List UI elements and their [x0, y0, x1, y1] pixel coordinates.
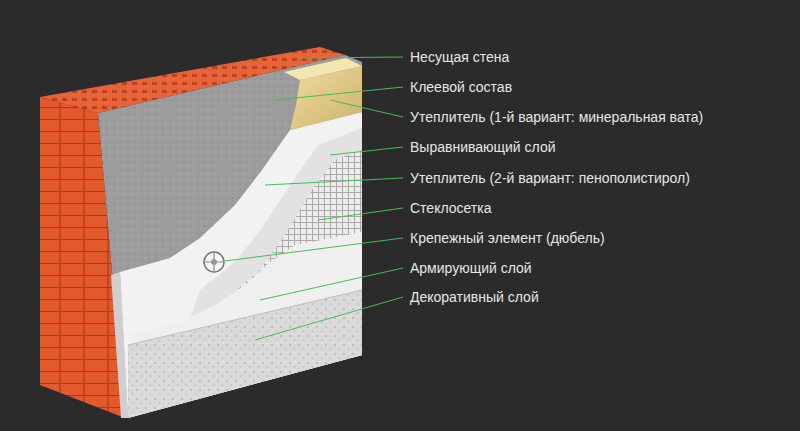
label-holder: Клеевой состав — [410, 78, 795, 96]
label-holder: Крепежный элемент (дюбель) — [410, 229, 795, 247]
part-label: Утеплитель (1-й вариант: минеральная ват… — [410, 108, 795, 126]
part-label: Клеевой состав — [410, 78, 795, 96]
part-label: Крепежный элемент (дюбель) — [410, 229, 795, 247]
part-label: Выравнивающий слой — [410, 138, 795, 156]
eps-insulation — [120, 112, 362, 418]
leader-line — [275, 87, 403, 100]
leader-line — [330, 100, 403, 117]
leader-line — [255, 297, 403, 340]
leader-line — [265, 178, 403, 185]
part-label: Декоративный слой — [410, 288, 795, 306]
reinforcing-layer — [128, 232, 362, 418]
part-label: Утеплитель (2-й вариант: пенополистирол) — [410, 169, 795, 187]
leader-line — [318, 208, 403, 220]
adhesive-layer — [98, 55, 362, 418]
leader-line — [225, 238, 403, 261]
leader-line — [330, 147, 403, 155]
mineral-wool — [290, 66, 362, 130]
label-holder: Утеплитель (1-й вариант: минеральная ват… — [410, 108, 795, 126]
part-label: Армирующий слой — [410, 259, 795, 277]
label-holder: Декоративный слой — [410, 288, 795, 306]
leader-line — [260, 268, 403, 300]
label-holder: Армирующий слой — [410, 259, 795, 277]
leader-line — [300, 57, 403, 58]
label-holder: Несущая стена — [410, 48, 795, 66]
label-holder: Утеплитель (2-й вариант: пенополистирол) — [410, 169, 795, 187]
layer-edge — [128, 290, 362, 345]
part-label: Стеклосетка — [410, 199, 795, 217]
label-holder: Стеклосетка — [410, 199, 795, 217]
leader-lines — [225, 57, 403, 340]
label-holder: Выравнивающий слой — [410, 138, 795, 156]
decorative-layer — [128, 290, 362, 418]
dowel — [204, 252, 224, 272]
part-label: Несущая стена — [410, 48, 795, 66]
